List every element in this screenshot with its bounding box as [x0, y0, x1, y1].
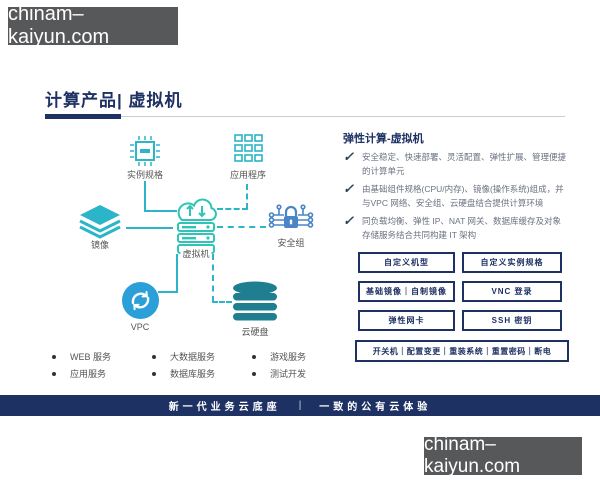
feature-box-elastic-nic: 弹性网卡 [358, 310, 455, 331]
service-label: 测试开发 [270, 369, 307, 379]
service-column-data: 大数据服务 数据库服务 [152, 348, 247, 382]
bullet-dot-icon [52, 371, 56, 376]
bullet-dot-icon [152, 354, 156, 359]
footer-left-text: 新一代业务云底座 [168, 402, 281, 413]
watermark-bottom: chinam–kaiyun.com [424, 434, 582, 477]
footer-right-text: 一致的公有云体验 [319, 402, 432, 413]
connector-image-vm [126, 227, 173, 229]
footer-divider: | [298, 400, 302, 411]
node-label-vpc: VPC [130, 322, 150, 332]
list-item: 大数据服务 [152, 348, 247, 365]
list-item: ✓ 同负载均衡、弹性 IP、NAT 网关、数据库缓存及对象存储服务结合共同构建 … [343, 214, 569, 242]
panel-bullet-text: 安全稳定、快速部署、灵活配置、弹性扩展、管理便捷的计算单元 [362, 152, 567, 176]
footer-bar: 新一代业务云底座 | 一致的公有云体验 [0, 395, 600, 416]
panel-heading: 弹性计算-虚拟机 [343, 133, 424, 145]
panel-bullet-text: 同负载均衡、弹性 IP、NAT 网关、数据库缓存及对象存储服务结合共同构建 IT… [362, 216, 561, 240]
list-item: WEB 服务 [52, 348, 147, 365]
node-label-vm: 虚拟机 [180, 247, 212, 260]
connector-vm-disk [212, 254, 214, 302]
image-layers-icon [79, 205, 121, 239]
connector-app-vm [217, 208, 248, 210]
panel-bullet-list: ✓ 安全稳定、快速部署、灵活配置、弹性扩展、管理便捷的计算单元 ✓ 由基础组件规… [343, 150, 569, 246]
bullet-dot-icon [152, 371, 156, 376]
node-label-app: 应用程序 [229, 170, 267, 180]
watermark-text: chinam–kaiyun.com [8, 3, 110, 48]
connector-vm-securitygroup [217, 226, 266, 228]
feature-box-ssh-key: SSH 密钥 [462, 310, 562, 331]
connector-vm-disk [212, 301, 232, 303]
service-label: 大数据服务 [170, 352, 216, 362]
list-item: 游戏服务 [252, 348, 347, 365]
connector-spec-vm [144, 210, 177, 212]
connector-app-vm [246, 184, 248, 209]
feature-box-images: 基础镜像｜自制镜像 [358, 281, 455, 302]
feature-box-custom-type: 自定义机型 [358, 252, 455, 273]
vm-cloud-server-icon [177, 198, 217, 254]
connector-spec-vm [144, 181, 146, 212]
service-column-game: 游戏服务 测试开发 [252, 348, 347, 382]
title-divider-line [121, 116, 565, 117]
page-title: 计算产品| 虚拟机 [45, 91, 183, 110]
app-grid-icon [234, 134, 263, 162]
list-item: 测试开发 [252, 365, 347, 382]
node-label-image: 镜像 [90, 240, 110, 250]
checkmark-icon: ✓ [343, 181, 354, 196]
service-label: 数据库服务 [170, 369, 216, 379]
checkmark-icon: ✓ [343, 149, 354, 164]
watermark-top: chinam–kaiyun.com [8, 3, 178, 48]
checkmark-icon: ✓ [343, 213, 354, 228]
security-lock-icon [268, 204, 314, 228]
vpc-icon [122, 282, 159, 319]
service-label: 游戏服务 [270, 352, 307, 362]
action-box: 开关机｜配置变更｜重装系统｜重置密码｜断电 [355, 340, 569, 362]
feature-box-custom-spec: 自定义实例规格 [462, 252, 562, 273]
panel-bullet-text: 由基础组件规格(CPU/内存)、镜像(操作系统)组成，并与VPC 网络、安全组、… [362, 184, 564, 208]
bullet-dot-icon [252, 371, 256, 376]
service-label: 应用服务 [70, 369, 107, 379]
service-label: WEB 服务 [70, 352, 112, 362]
watermark-text: chinam–kaiyun.com [424, 434, 521, 477]
feature-box-vnc: VNC 登录 [462, 281, 562, 302]
cpu-chip-icon [130, 136, 160, 166]
title-accent-bar [45, 114, 121, 119]
list-item: ✓ 安全稳定、快速部署、灵活配置、弹性扩展、管理便捷的计算单元 [343, 150, 569, 178]
node-label-disk: 云硬盘 [241, 327, 269, 337]
list-item: ✓ 由基础组件规格(CPU/内存)、镜像(操作系统)组成，并与VPC 网络、安全… [343, 182, 569, 210]
service-column-web: WEB 服务 应用服务 [52, 348, 147, 382]
node-label-sg: 安全组 [277, 238, 305, 248]
connector-vm-vpc [158, 291, 178, 293]
node-label-spec: 实例规格 [126, 170, 164, 180]
list-item: 应用服务 [52, 365, 147, 382]
cloud-disk-icon [233, 281, 277, 321]
bullet-dot-icon [252, 354, 256, 359]
bullet-dot-icon [52, 354, 56, 359]
connector-vm-vpc [176, 254, 178, 292]
list-item: 数据库服务 [152, 365, 247, 382]
